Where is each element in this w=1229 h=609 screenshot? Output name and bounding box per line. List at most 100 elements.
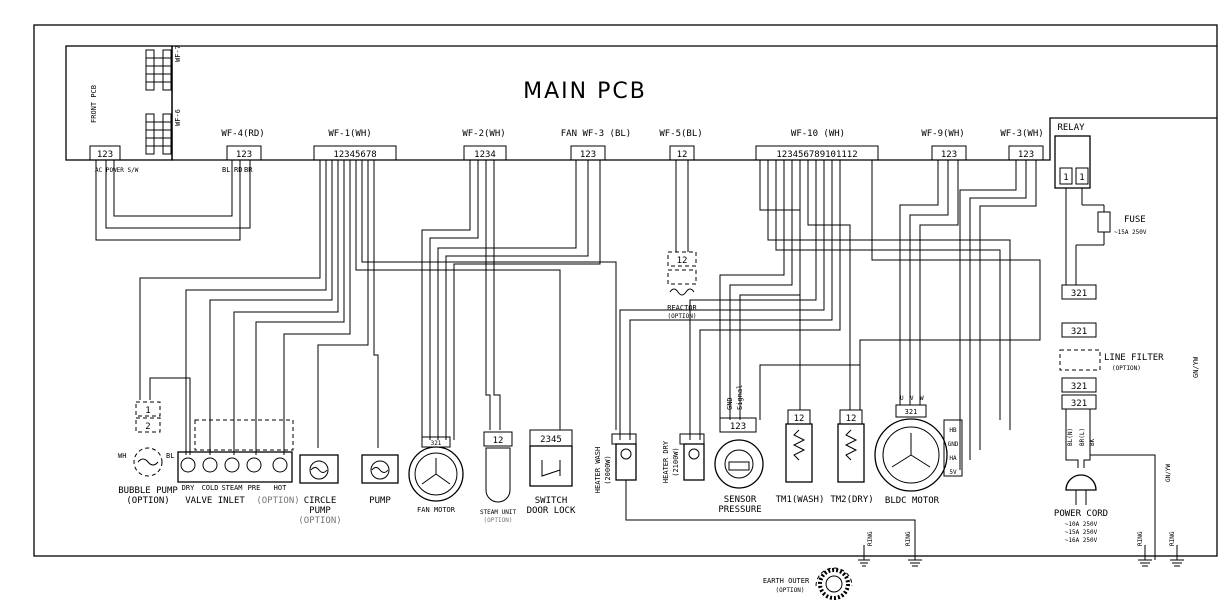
line-filter: 321 321 LINE FILTER (OPTION) 321 321: [1059, 188, 1164, 430]
svg-text:~10A 250V: ~10A 250V: [1065, 521, 1098, 528]
svg-text:COLD: COLD: [202, 484, 219, 492]
svg-text:1: 1: [145, 406, 150, 416]
svg-text:WH: WH: [118, 452, 126, 460]
sensor-pressure: GND Signal 123 SENSOR PRESSURE: [714, 385, 764, 515]
fan-motor: 321 FAN MOTOR: [408, 436, 464, 514]
svg-text:(OPTION): (OPTION): [668, 313, 697, 320]
svg-text:GN/YW: GN/YW: [1165, 464, 1172, 482]
door-lock: 2345 SWITCH DOOR LOCK: [527, 429, 576, 516]
svg-text:PUMP: PUMP: [309, 506, 331, 516]
pump-label: PUMP: [369, 496, 391, 506]
svg-text:RING: RING: [905, 531, 912, 546]
svg-text:(OPTION): (OPTION): [298, 516, 341, 526]
svg-text:BK: BK: [1089, 438, 1096, 446]
svg-text:HA: HA: [949, 455, 957, 462]
svg-text:WF-2(WH): WF-2(WH): [462, 129, 505, 139]
gnyw-label: GN/YW: [1192, 356, 1200, 378]
main-pcb: MAIN PCB: [171, 45, 1217, 161]
svg-text:POWER CORD: POWER CORD: [1054, 509, 1108, 519]
svg-text:PRESSURE: PRESSURE: [718, 505, 761, 515]
svg-text:12: 12: [677, 150, 688, 160]
svg-text:123: 123: [1018, 150, 1034, 160]
connector-wf4: WF-4(RD) 123 BL RD BR: [221, 129, 264, 174]
svg-text:12: 12: [794, 414, 805, 424]
svg-text:STEAM: STEAM: [221, 484, 242, 492]
svg-text:BL(N): BL(N): [1067, 428, 1074, 446]
svg-text:2: 2: [145, 422, 150, 432]
connector-wf10: WF-10 (WH) 123456789101112: [755, 129, 879, 161]
front-pcb-pins: 123: [97, 150, 113, 160]
heater-dry: HEATER DRY (2100W): [662, 433, 705, 483]
svg-text:U: U: [900, 395, 904, 402]
svg-text:BR(L): BR(L): [1079, 428, 1086, 446]
drain-pump: PUMP: [361, 454, 399, 506]
svg-text:BL: BL: [222, 166, 230, 174]
svg-text:HOT: HOT: [274, 484, 287, 492]
svg-text:DRY: DRY: [182, 484, 195, 492]
svg-text:12: 12: [677, 256, 688, 266]
thermistor-wash: 12 TM1(WASH): [776, 409, 825, 505]
svg-text:WF-4(RD): WF-4(RD): [221, 129, 264, 139]
relay: RELAY 1 1: [1054, 123, 1091, 189]
svg-text:(OPTION): (OPTION): [1112, 365, 1141, 372]
svg-text:12: 12: [846, 414, 857, 424]
svg-text:321: 321: [1071, 382, 1087, 392]
steam-unit: 12 STEAM UNIT (OPTION): [480, 431, 516, 524]
svg-text:RING: RING: [1169, 531, 1176, 546]
svg-text:~16A 250V: ~16A 250V: [1065, 537, 1098, 544]
svg-text:123: 123: [730, 422, 746, 432]
svg-text:WF-10 (WH): WF-10 (WH): [791, 129, 845, 139]
svg-text:EARTH OUTER: EARTH OUTER: [763, 577, 810, 585]
earth-outer: EARTH OUTER (OPTION): [763, 567, 853, 600]
svg-text:BR: BR: [244, 166, 253, 174]
wire-bundle: [95, 160, 1156, 560]
ground-symbols: [858, 545, 1184, 567]
bubble-pump-label: BUBBLE PUMP: [118, 486, 178, 496]
svg-text:HB: HB: [949, 427, 957, 434]
svg-text:HEATER DRY: HEATER DRY: [662, 440, 670, 483]
front-pcb-label: FRONT PCB: [90, 85, 98, 123]
svg-text:LINE FILTER: LINE FILTER: [1104, 353, 1164, 363]
svg-text:HEATER WASH: HEATER WASH: [594, 447, 602, 493]
svg-text:TM2(DRY): TM2(DRY): [830, 495, 873, 505]
valve-inlet: DRY COLD STEAM PRE HOT VALVE INLET (OPTI…: [177, 419, 300, 506]
svg-text:TM1(WASH): TM1(WASH): [776, 495, 825, 505]
svg-text:123456789101112: 123456789101112: [776, 150, 857, 160]
circle-pump: CIRCLE PUMP (OPTION): [298, 454, 342, 526]
connector-wf1: WF-1(WH) 12345678: [313, 129, 397, 161]
svg-text:1: 1: [1079, 173, 1084, 183]
svg-text:FUSE: FUSE: [1124, 215, 1146, 225]
svg-text:WF-5(BL): WF-5(BL): [659, 129, 702, 139]
svg-text:CIRCLE: CIRCLE: [304, 496, 337, 506]
svg-text:WF-9(WH): WF-9(WH): [921, 129, 964, 139]
svg-text:BL: BL: [166, 452, 174, 460]
svg-text:(2100W): (2100W): [672, 447, 680, 477]
svg-text:W: W: [920, 395, 924, 402]
fan-motor-label: FAN MOTOR: [417, 506, 456, 514]
svg-text:1: 1: [1063, 173, 1068, 183]
svg-text:SENSOR: SENSOR: [724, 495, 757, 505]
svg-text:V: V: [910, 395, 914, 402]
svg-text:RING: RING: [1137, 531, 1144, 546]
svg-text:321: 321: [1071, 327, 1087, 337]
heater-wash: HEATER WASH (2000W): [594, 433, 637, 493]
connector-wf5: WF-5(BL) 12: [659, 129, 703, 161]
svg-text:(OPTION): (OPTION): [126, 496, 169, 506]
svg-text:1234: 1234: [474, 150, 496, 160]
wf7-label: WF-7: [174, 45, 182, 62]
front-pcb: FRONT PCB WF-7 WF-6 123 AC POWER S/W: [65, 45, 182, 174]
svg-text:2345: 2345: [540, 435, 562, 445]
svg-text:RING: RING: [867, 531, 874, 546]
fuse: FUSE ~15A 250V: [1075, 188, 1147, 285]
svg-text:RD: RD: [234, 166, 242, 174]
wf6-label: WF-6: [174, 109, 182, 126]
valve-inlet-label: VALVE INLET: [185, 496, 245, 506]
svg-text:~15A 250V: ~15A 250V: [1114, 229, 1147, 236]
svg-text:~15A 250V: ~15A 250V: [1065, 529, 1098, 536]
svg-text:(2000W): (2000W): [604, 455, 612, 485]
svg-text:321: 321: [1071, 289, 1087, 299]
svg-text:321: 321: [1071, 399, 1087, 409]
svg-text:Signal: Signal: [736, 385, 744, 410]
svg-text:GND: GND: [948, 441, 959, 448]
